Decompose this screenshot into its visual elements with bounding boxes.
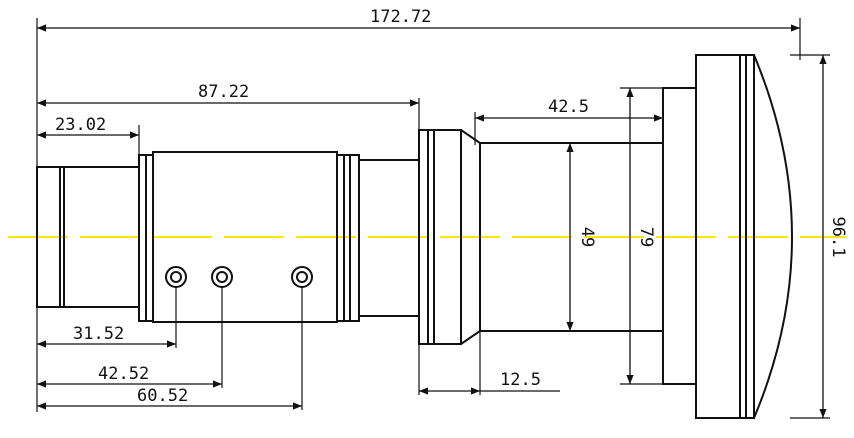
label-diameter-79: 79 bbox=[636, 227, 656, 247]
screw-hole bbox=[291, 266, 313, 288]
front-dome-glass bbox=[753, 54, 793, 419]
screw-hole bbox=[165, 266, 187, 288]
label-flange-width: 12.5 bbox=[500, 370, 541, 390]
dimension-lines bbox=[37, 24, 827, 418]
label-31: 31.52 bbox=[73, 324, 124, 344]
label-87: 87.22 bbox=[198, 82, 249, 102]
label-60: 60.52 bbox=[137, 386, 188, 406]
label-23: 23.02 bbox=[55, 115, 106, 135]
screw-holes bbox=[165, 266, 313, 288]
label-overall-length: 172.72 bbox=[370, 7, 431, 27]
screw-hole bbox=[211, 266, 233, 288]
label-diameter-96: 96.1 bbox=[828, 217, 848, 258]
label-42-hole: 42.52 bbox=[98, 364, 149, 384]
front-cap bbox=[695, 54, 755, 419]
label-diameter-49: 49 bbox=[577, 227, 597, 247]
label-front-length: 42.5 bbox=[548, 97, 589, 117]
